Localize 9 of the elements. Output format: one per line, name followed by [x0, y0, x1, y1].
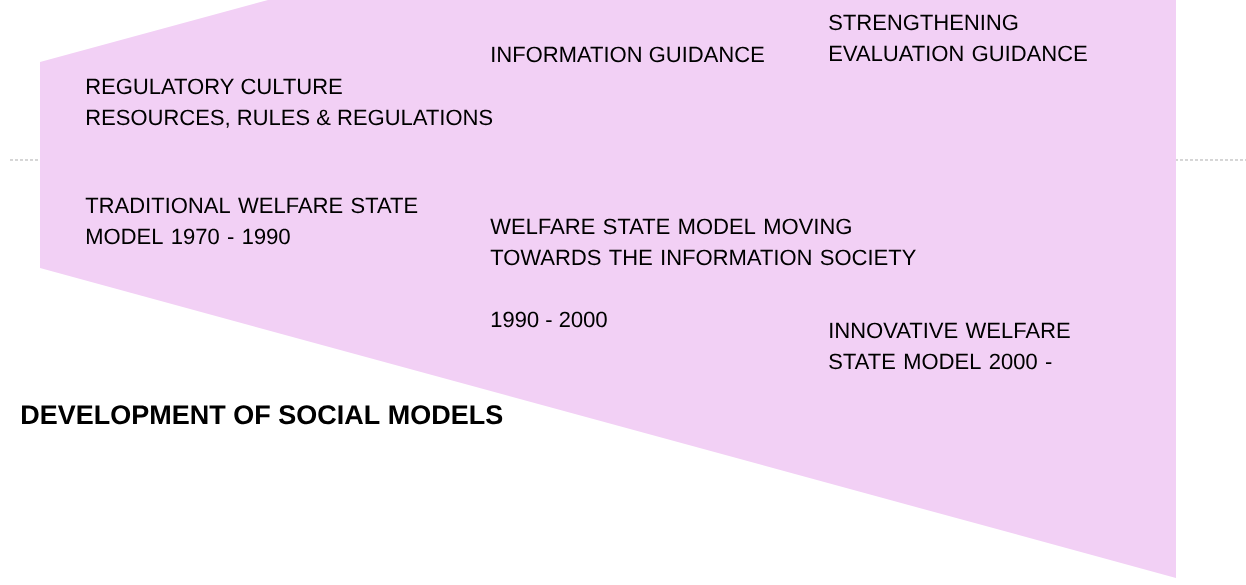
band-text: REGULATORY CULTURE [87, 78, 342, 95]
band-text: STRENGTHENING EVALUATION GUIDANCE [829, 14, 1087, 62]
band-text: INFORMATION GUIDANCE [492, 46, 764, 63]
band-text: 1990 - 2000 [491, 311, 607, 328]
title: DEVELOPMENT OF SOCIAL MODELS [22, 405, 503, 425]
band-text: WELFARE STATE MODEL MOVING TOWARDS THE INFORMATION SOCIETY [490, 218, 916, 266]
band-text: TRADITIONAL WELFARE STATE MODEL 1970 - 1990 [85, 197, 418, 245]
band-text: INNOVATIVE WELFARE STATE MODEL 2000 - [829, 322, 1070, 370]
band-text: RESOURCES, RULES & REGULATIONS [87, 109, 493, 128]
